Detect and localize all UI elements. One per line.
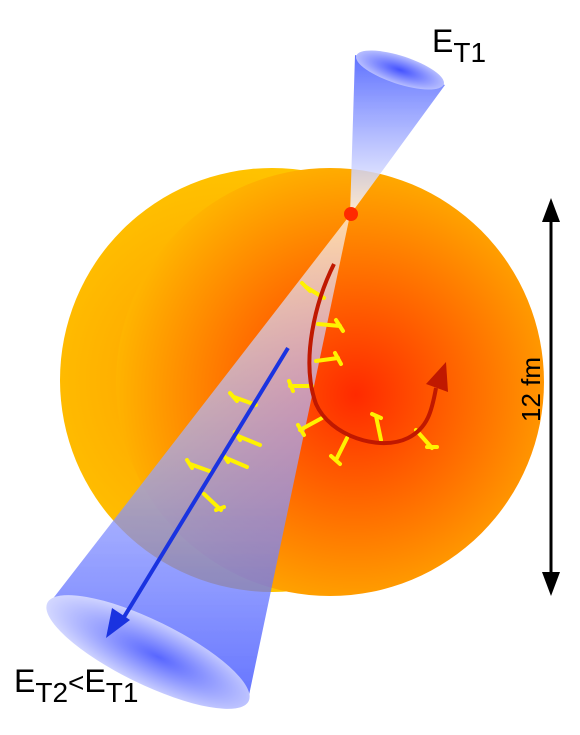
jet-axis-arrow [119, 346, 290, 624]
scale-label: 12 fm [516, 357, 546, 422]
gluon-mark [316, 318, 345, 333]
parton-path [307, 263, 438, 446]
label-top-jet: ET1 [432, 23, 486, 68]
gluon-mark [202, 492, 226, 512]
gluon-mark [329, 436, 349, 466]
gluon-mark [370, 412, 383, 442]
gluon-mark [185, 458, 214, 474]
parton-arrowhead [426, 362, 448, 392]
gluon-mark [314, 351, 343, 366]
gluon-mark [287, 379, 314, 393]
scale-arrow [542, 198, 560, 596]
jet-cone-bottom [46, 215, 350, 709]
label-bottom-jet: ET2<ET1 [14, 663, 138, 708]
production-vertex [344, 207, 358, 221]
jet-cone-top [350, 50, 445, 215]
jet-axis-arrowhead [106, 608, 130, 638]
gluon-mark [296, 416, 324, 437]
